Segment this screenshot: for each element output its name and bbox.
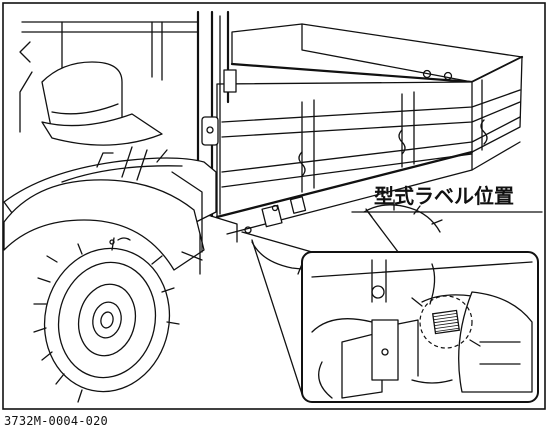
diagram-frame: 型式ラベル位置: [2, 2, 546, 410]
figure-code: 3732M-0004-020: [4, 414, 108, 428]
utility-vehicle-illustration: 型式ラベル位置: [2, 2, 546, 410]
front-wheel: [33, 237, 180, 403]
vehicle-body: [3, 146, 217, 275]
model-label-plate: [431, 309, 461, 335]
detail-inset: [301, 251, 539, 403]
highlight-circle: [419, 295, 473, 349]
label-position-text: 型式ラベル位置: [374, 184, 514, 208]
seat: [19, 41, 163, 146]
cargo-bed: [215, 23, 524, 235]
